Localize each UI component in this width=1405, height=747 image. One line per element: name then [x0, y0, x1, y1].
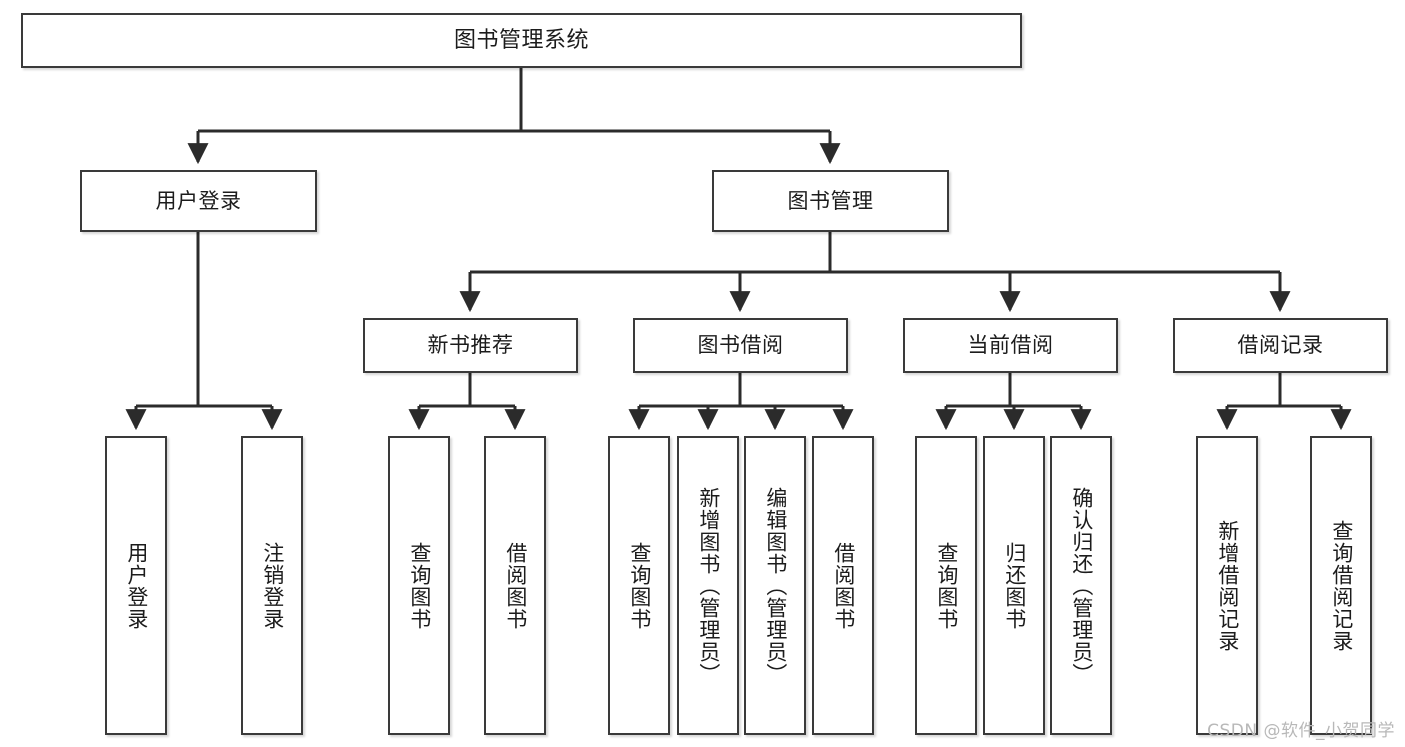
node-leaf-query-book-1-label: 查询图书 — [407, 541, 432, 630]
node-new-book-rec[interactable]: 新书推荐 — [363, 318, 578, 373]
node-leaf-borrow-book-1-label: 借阅图书 — [503, 541, 528, 630]
node-leaf-query-book-1[interactable]: 查询图书 — [388, 436, 450, 735]
node-root[interactable]: 图书管理系统 — [21, 13, 1022, 68]
node-user-login[interactable]: 用户登录 — [80, 170, 317, 232]
node-book-manage-label: 图书管理 — [787, 188, 874, 213]
node-book-manage[interactable]: 图书管理 — [712, 170, 949, 232]
node-leaf-confirm-return-label: 确认归还（管理员） — [1069, 486, 1094, 685]
node-leaf-add-book-label: 新增图书（管理员） — [696, 486, 721, 685]
node-borrow-record-label: 借阅记录 — [1237, 333, 1324, 358]
node-borrow-record[interactable]: 借阅记录 — [1173, 318, 1388, 373]
node-book-borrow[interactable]: 图书借阅 — [633, 318, 848, 373]
node-leaf-return-book[interactable]: 归还图书 — [983, 436, 1045, 735]
node-book-borrow-label: 图书借阅 — [697, 333, 784, 358]
node-leaf-borrow-book-2-label: 借阅图书 — [831, 541, 856, 630]
node-current-borrow[interactable]: 当前借阅 — [903, 318, 1118, 373]
node-new-book-rec-label: 新书推荐 — [427, 333, 514, 358]
node-leaf-query-record-label: 查询借阅记录 — [1329, 519, 1354, 652]
node-leaf-logout-label: 注销登录 — [260, 541, 285, 630]
node-leaf-query-book-3-label: 查询图书 — [934, 541, 959, 630]
node-leaf-logout[interactable]: 注销登录 — [241, 436, 303, 735]
node-leaf-add-record[interactable]: 新增借阅记录 — [1196, 436, 1258, 735]
node-leaf-query-book-2[interactable]: 查询图书 — [608, 436, 670, 735]
node-leaf-query-book-3[interactable]: 查询图书 — [915, 436, 977, 735]
node-leaf-edit-book-label: 编辑图书（管理员） — [763, 486, 788, 685]
node-root-label: 图书管理系统 — [453, 27, 589, 53]
node-leaf-add-record-label: 新增借阅记录 — [1215, 519, 1240, 652]
node-leaf-edit-book[interactable]: 编辑图书（管理员） — [744, 436, 806, 735]
node-leaf-return-book-label: 归还图书 — [1002, 541, 1027, 630]
node-current-borrow-label: 当前借阅 — [967, 333, 1054, 358]
node-user-login-label: 用户登录 — [155, 188, 242, 213]
node-leaf-confirm-return[interactable]: 确认归还（管理员） — [1050, 436, 1112, 735]
node-leaf-borrow-book-1[interactable]: 借阅图书 — [484, 436, 546, 735]
watermark: CSDN @软件_小贺同学 — [1207, 721, 1395, 741]
node-leaf-borrow-book-2[interactable]: 借阅图书 — [812, 436, 874, 735]
node-leaf-query-book-2-label: 查询图书 — [627, 541, 652, 630]
node-leaf-query-record[interactable]: 查询借阅记录 — [1310, 436, 1372, 735]
node-leaf-add-book[interactable]: 新增图书（管理员） — [677, 436, 739, 735]
node-leaf-user-login-label: 用户登录 — [124, 541, 149, 630]
node-leaf-user-login[interactable]: 用户登录 — [105, 436, 167, 735]
